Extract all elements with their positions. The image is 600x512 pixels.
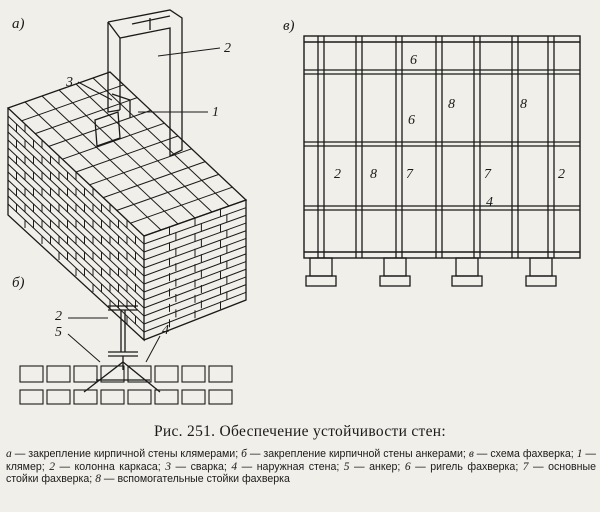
callout-v-4: 4	[486, 195, 493, 210]
panel-a-label: а)	[12, 16, 25, 32]
callout-v-2-right: 2	[558, 167, 565, 182]
figure-legend: а — закрепление кирпичной стены клямерам…	[6, 448, 596, 486]
panel-b-brickwork	[19, 365, 233, 405]
figure-caption: Рис. 251. Обеспечение устойчивости стен:	[153, 423, 446, 440]
callout-v-6-top: 6	[410, 53, 417, 68]
callout-v-6-mid: 6	[408, 113, 415, 128]
legend-item: 2 — колонна каркаса;	[49, 460, 161, 473]
legend-item: б — закрепление кирпичной стены анкерами…	[241, 448, 466, 460]
legend-item: 7 — основные стойки фахверка;	[6, 460, 597, 486]
callout-b-2: 2	[55, 309, 62, 324]
legend-item: 4 — наружная стена;	[231, 460, 340, 473]
callout-a-2: 2	[224, 41, 231, 56]
legend-item: 5 — анкер;	[343, 460, 401, 473]
legend-item: 1 — клямер;	[6, 448, 596, 473]
legend-item: а — закрепление кирпичной стены клямерам…	[6, 448, 239, 460]
panel-b-label: б)	[12, 275, 25, 291]
panel-a-brickwork	[7, 77, 247, 333]
legend-item: в — схема фахверка;	[468, 448, 574, 460]
callout-b-5: 5	[55, 325, 62, 340]
callout-v-8-left: 8	[370, 167, 377, 182]
callout-b-4: 4	[162, 323, 169, 338]
callout-a-3: 3	[65, 75, 73, 90]
callout-v-8-right: 8	[520, 97, 527, 112]
callout-v-8-mid: 8	[448, 97, 455, 112]
callout-a-1: 1	[212, 105, 219, 120]
panel-v-label: в)	[283, 18, 295, 34]
panel-v-frame	[304, 36, 580, 287]
callout-v-7-left: 7	[406, 167, 414, 182]
legend-item: 3 — сварка;	[165, 460, 227, 473]
callout-v-2-left: 2	[334, 167, 341, 182]
legend-item: 8 — вспомогательные стойки фахверка	[95, 473, 290, 486]
legend-item: 6 — ригель фахверка;	[404, 460, 519, 473]
callout-v-7-right: 7	[484, 167, 492, 182]
